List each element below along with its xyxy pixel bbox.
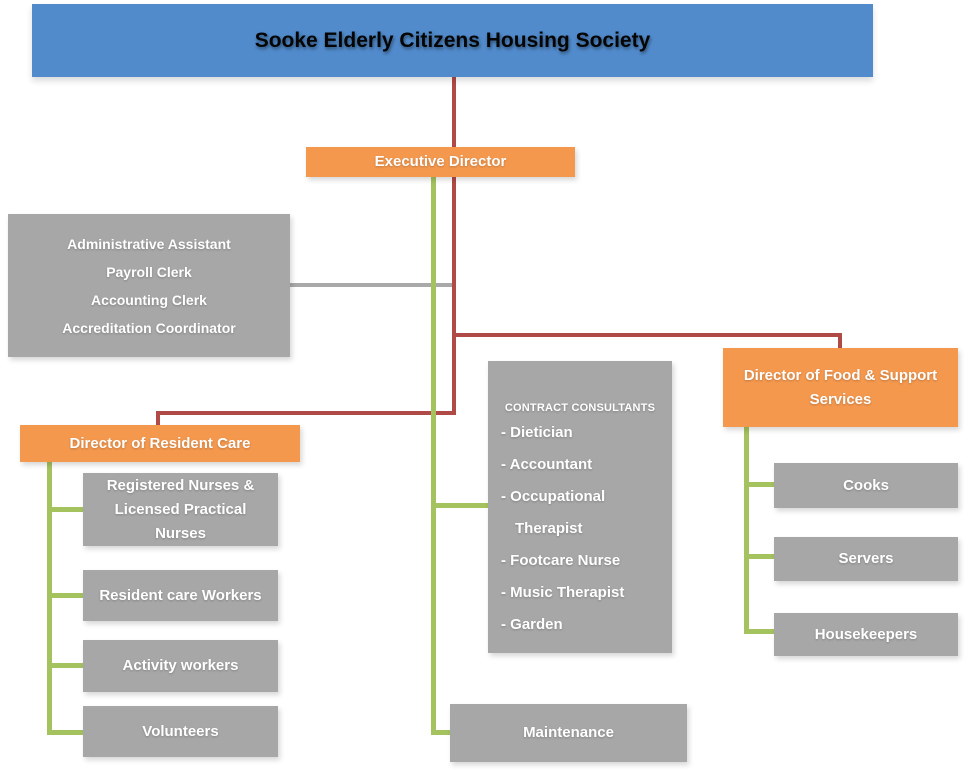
node-director-food-support: Director of Food & Support Services <box>723 348 958 427</box>
node-contract-consultants: CONTRACT CONSULTANTS - Dietician - Accou… <box>488 361 672 653</box>
connector-red-drop-food-support <box>838 333 842 348</box>
node-admin-group: Administrative Assistant Payroll Clerk A… <box>8 214 290 357</box>
node-volunteers: Volunteers <box>83 706 278 757</box>
consultant-item: - Occupational <box>501 488 606 505</box>
consultant-item: - Garden <box>501 616 563 633</box>
admin-group-line: Administrative Assistant <box>67 235 231 252</box>
consultant-item: - Music Therapist <box>501 584 625 601</box>
consultant-item: - Accountant <box>501 456 593 473</box>
node-executive-director: Executive Director <box>306 147 575 177</box>
connector-green-food-support-trunk <box>744 427 749 634</box>
connector-red-branch-to-resident-care <box>156 411 456 415</box>
connector-red-branch-to-food-support <box>452 333 842 337</box>
admin-group-line: Accreditation Coordinator <box>62 319 236 336</box>
connector-green-to-activity-workers <box>47 663 84 668</box>
connector-red-banner-to-executive <box>452 77 456 147</box>
consultant-item: Therapist <box>515 520 583 537</box>
connector-green-to-volunteers <box>47 730 84 735</box>
admin-group-line: Accounting Clerk <box>91 291 207 308</box>
connector-green-executive-trunk <box>431 177 436 735</box>
connector-green-to-resident-care-workers <box>47 593 84 598</box>
consultant-item: - Footcare Nurse <box>501 552 621 569</box>
connector-green-to-maintenance <box>431 730 451 735</box>
node-director-resident-care: Director of Resident Care <box>20 425 300 462</box>
connector-green-to-consultants <box>431 503 489 508</box>
connector-red-executive-trunk <box>452 177 456 415</box>
connector-green-to-cooks <box>744 482 775 487</box>
connector-green-to-housekeepers <box>744 629 775 634</box>
contract-consultants-header: CONTRACT CONSULTANTS <box>504 402 656 414</box>
node-resident-care-workers: Resident care Workers <box>83 570 278 621</box>
connector-green-to-servers <box>744 554 775 559</box>
connector-gray-admin-to-trunk <box>290 283 452 287</box>
page-title: Sooke Elderly Citizens Housing Society <box>254 28 651 52</box>
node-registered-nurses: Registered Nurses & Licensed Practical N… <box>83 473 278 546</box>
node-cooks: Cooks <box>774 463 958 508</box>
node-servers: Servers <box>774 537 958 581</box>
node-activity-workers: Activity workers <box>83 640 278 692</box>
node-maintenance: Maintenance <box>450 704 687 762</box>
connector-green-to-registered-nurses <box>47 507 84 512</box>
title-banner: Sooke Elderly Citizens Housing Society <box>32 4 873 77</box>
admin-group-line: Payroll Clerk <box>106 263 192 280</box>
node-housekeepers: Housekeepers <box>774 613 958 656</box>
connector-red-drop-resident-care <box>156 411 160 425</box>
consultant-item: - Dietician <box>501 424 573 441</box>
